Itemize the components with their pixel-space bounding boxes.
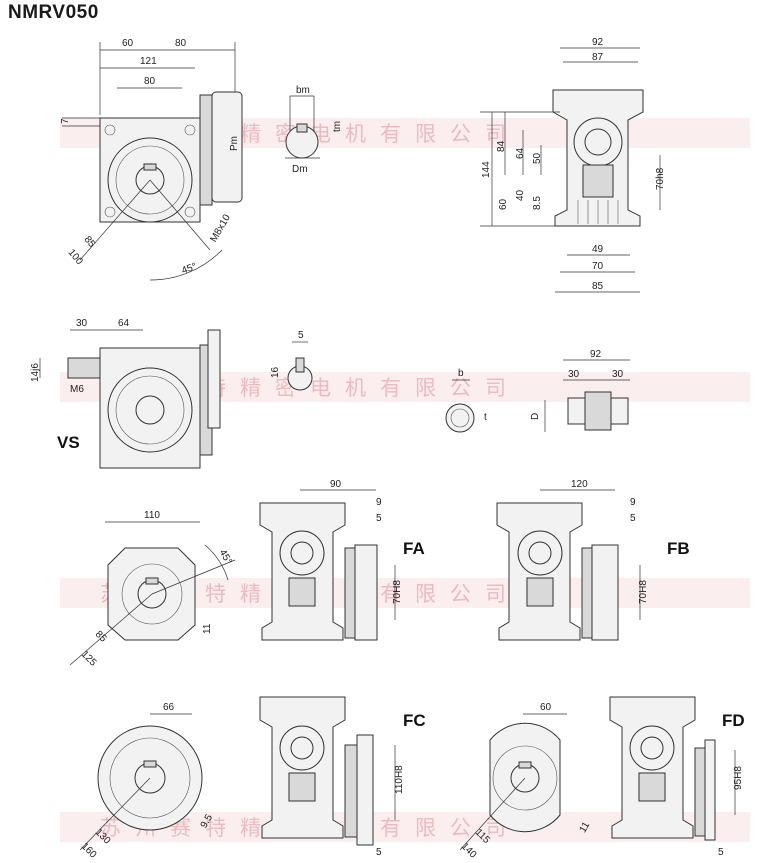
dim-vs-14j6: 14j6 xyxy=(30,363,41,382)
dim-hollow-b: b xyxy=(458,368,464,379)
dim-key-bm: bm xyxy=(296,85,310,96)
vs-label: VS xyxy=(57,433,80,452)
fb-flange-side: 120 9 5 70H8 FB xyxy=(496,479,690,641)
dim-hollow-92: 92 xyxy=(590,349,602,360)
side-view: 92 87 84 64 50 144 60 40 8.5 70h8 49 70 … xyxy=(480,37,666,293)
hollow-shaft-view: b t D 92 30 30 xyxy=(445,349,630,433)
dim-fa-9: 9 xyxy=(376,497,382,508)
dim-side-64: 64 xyxy=(515,147,526,159)
dim-fd-60: 60 xyxy=(540,702,552,713)
dim-side-49: 49 xyxy=(592,244,604,255)
key-detail-view: bm tm Dm xyxy=(285,85,343,175)
dim-side-84: 84 xyxy=(496,140,507,152)
dim-vs-5: 5 xyxy=(298,330,304,341)
dim-main-7: 7 xyxy=(60,118,71,124)
dim-main-80b: 80 xyxy=(144,76,156,87)
dim-fc-66: 66 xyxy=(163,702,175,713)
dim-side-85: 85 xyxy=(592,281,604,292)
dim-key-dm: Dm xyxy=(292,164,308,175)
dim-vs-64: 64 xyxy=(118,318,130,329)
dim-hollow-30a: 30 xyxy=(568,369,580,380)
dim-fd-95h8: 95H8 xyxy=(733,766,744,790)
dim-main-60: 60 xyxy=(122,38,134,49)
dim-side-70: 70 xyxy=(592,261,604,272)
dim-side-87: 87 xyxy=(592,52,604,63)
dim-main-100: 100 xyxy=(66,247,85,267)
dim-side-8-5: 8.5 xyxy=(532,196,543,210)
dim-side-60: 60 xyxy=(498,198,509,210)
dim-main-121: 121 xyxy=(140,56,157,67)
model-title: NMRV050 xyxy=(8,2,99,23)
dim-fa-70h8: 70H8 xyxy=(392,580,403,604)
dim-side-92: 92 xyxy=(592,37,604,48)
dim-fa-90: 90 xyxy=(330,479,342,490)
dim-vs-16: 16 xyxy=(270,366,281,378)
dim-hollow-30b: 30 xyxy=(612,369,624,380)
dim-fb-5: 5 xyxy=(630,513,636,524)
dim-side-50: 50 xyxy=(532,152,543,164)
dim-vs-30: 30 xyxy=(76,318,88,329)
dim-key-tm: tm xyxy=(332,121,343,132)
dim-fb-9: 9 xyxy=(630,497,636,508)
dim-main-80a: 80 xyxy=(175,38,187,49)
dim-fa-45deg: 45° xyxy=(217,548,234,567)
dim-fb-70h8: 70H8 xyxy=(638,580,649,604)
fa-flange-side: 90 9 5 70H8 FA xyxy=(259,479,425,641)
fd-label: FD xyxy=(722,711,745,730)
dim-fa-5: 5 xyxy=(376,513,382,524)
dim-side-144: 144 xyxy=(481,161,492,178)
dim-fd-140: 140 xyxy=(459,841,479,861)
dim-fa-85: 85 xyxy=(93,629,109,645)
dim-main-pm: Pm xyxy=(229,136,240,151)
dim-fa-110: 110 xyxy=(144,510,160,521)
vs-view: 30 64 14j6 M6 VS 5 16 xyxy=(30,318,313,469)
dim-hollow-d: D xyxy=(530,413,541,420)
dim-fc-5: 5 xyxy=(376,847,382,858)
dim-fa-125: 125 xyxy=(79,649,99,669)
dim-fd-5: 5 xyxy=(718,847,724,858)
dim-side-40: 40 xyxy=(515,189,526,201)
dim-fc-110h8: 110H8 xyxy=(394,765,405,794)
dim-fa-11: 11 xyxy=(202,623,213,634)
dim-vs-m6: M6 xyxy=(70,384,84,395)
fd-flange-side: 95H8 5 FD xyxy=(609,696,745,858)
fc-flange-side: 110H8 5 FC xyxy=(259,696,426,858)
dim-main-m8x10: M8x10 xyxy=(208,212,233,244)
fd-flange-front: 60 115 140 11 xyxy=(459,702,593,861)
main-front-view: 60 80 121 80 7 Pm M8x10 85 100 45° xyxy=(60,38,243,281)
fb-label: FB xyxy=(667,539,690,558)
dim-main-45deg: 45° xyxy=(180,261,198,277)
dim-side-70h8: 70h8 xyxy=(655,167,666,190)
dim-fc-160: 160 xyxy=(79,841,99,861)
dim-main-85: 85 xyxy=(82,234,98,250)
fc-label: FC xyxy=(403,711,426,730)
dim-fb-120: 120 xyxy=(571,479,588,490)
fa-label: FA xyxy=(403,539,425,558)
dim-hollow-t: t xyxy=(484,412,487,423)
